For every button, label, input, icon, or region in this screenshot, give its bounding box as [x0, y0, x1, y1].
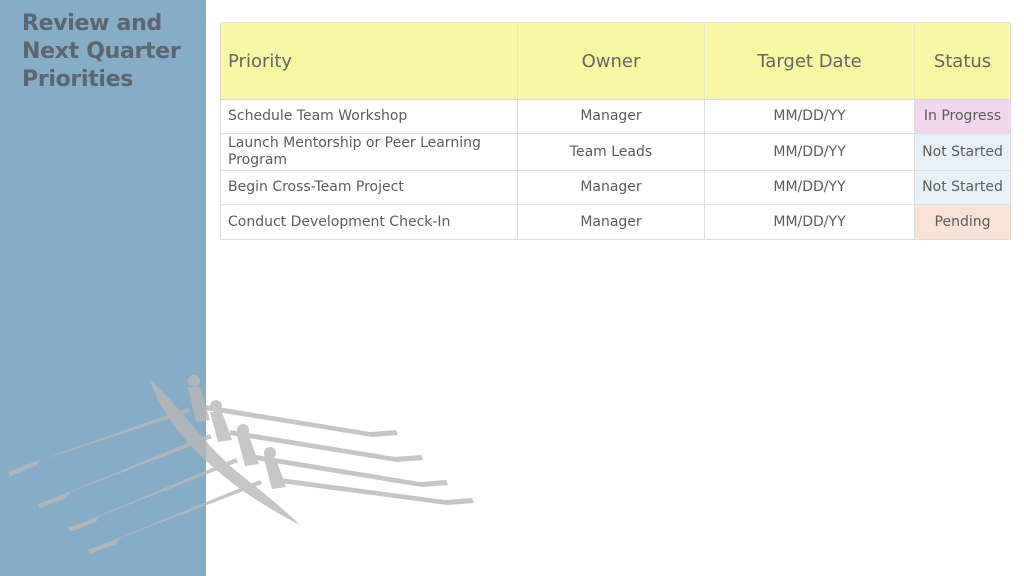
- header-target-date: Target Date: [704, 22, 915, 100]
- priorities-table: Priority Owner Target Date Status Schedu…: [220, 22, 1011, 240]
- status-cell: Pending: [914, 204, 1011, 240]
- owner-cell: Manager: [517, 99, 705, 134]
- priority-cell: Conduct Development Check-In: [220, 204, 518, 240]
- status-cell: In Progress: [914, 99, 1011, 134]
- priority-cell: Launch Mentorship or Peer Learning Progr…: [220, 133, 518, 171]
- target-date-cell: MM/DD/YY: [704, 170, 915, 205]
- owner-cell: Manager: [517, 204, 705, 240]
- header-priority: Priority: [220, 22, 518, 100]
- table-row: Conduct Development Check-In Manager MM/…: [220, 204, 1011, 240]
- target-date-cell: MM/DD/YY: [704, 204, 915, 240]
- side-panel: [0, 0, 206, 576]
- priorities-table-wrapper: Priority Owner Target Date Status Schedu…: [220, 22, 1011, 240]
- owner-cell: Manager: [517, 170, 705, 205]
- status-cell: Not Started: [914, 170, 1011, 205]
- slide-title: Review and Next Quarter Priorities: [22, 11, 181, 92]
- rowing-crew-silhouette-icon: [8, 375, 474, 554]
- table-row: Begin Cross-Team Project Manager MM/DD/Y…: [220, 170, 1011, 205]
- table-header-row: Priority Owner Target Date Status: [220, 22, 1011, 100]
- owner-cell: Team Leads: [517, 133, 705, 171]
- priority-cell: Begin Cross-Team Project: [220, 170, 518, 205]
- table-row: Schedule Team Workshop Manager MM/DD/YY …: [220, 99, 1011, 134]
- status-cell: Not Started: [914, 133, 1011, 171]
- table-row: Launch Mentorship or Peer Learning Progr…: [220, 133, 1011, 171]
- header-owner: Owner: [517, 22, 705, 100]
- header-status: Status: [914, 22, 1011, 100]
- target-date-cell: MM/DD/YY: [704, 99, 915, 134]
- priority-cell: Schedule Team Workshop: [220, 99, 518, 134]
- target-date-cell: MM/DD/YY: [704, 133, 915, 171]
